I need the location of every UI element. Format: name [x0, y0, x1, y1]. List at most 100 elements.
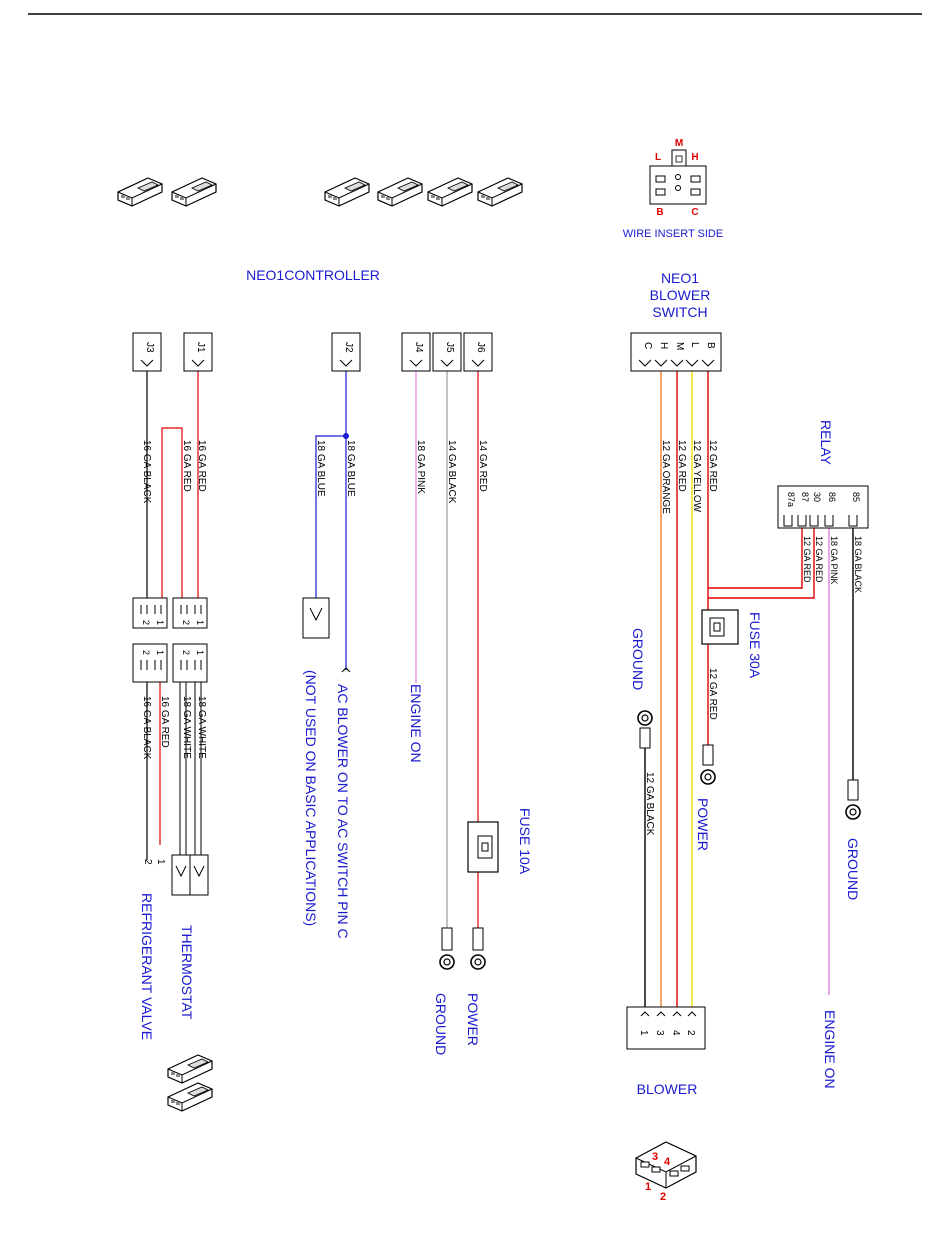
- wire-label-j4-pink: 18 GA PINK: [415, 440, 426, 494]
- wire-label-switch-orange: 12 GA ORANGE: [660, 440, 671, 514]
- switch-title-line-1: NEO1: [661, 270, 699, 286]
- switch-title: NEO1 BLOWER SWITCH: [650, 270, 711, 320]
- wire-label-ground-black: 12 GA BLACK: [644, 772, 655, 836]
- ground-ring-j5: [439, 927, 455, 970]
- switch-title-line-2: BLOWER: [650, 287, 711, 303]
- plug-icon-group-bottom: [167, 1054, 213, 1112]
- wire-insert-pin-h: H: [691, 152, 698, 163]
- wire-label-relay-pink: 18 GA PINK: [829, 536, 839, 585]
- switch-pin-c: C: [642, 342, 653, 349]
- switch-title-line-3: SWITCH: [652, 304, 707, 320]
- blower-plug-pin-1: 1: [645, 1181, 651, 1193]
- switch-pin-h: H: [658, 342, 669, 349]
- wire-insert-diagram: M L H B C WIRE INSERT SIDE: [623, 138, 723, 240]
- connector-j2: J2: [331, 332, 361, 372]
- connector-j5: J5: [432, 332, 462, 372]
- label-ground: GROUND: [433, 993, 449, 1055]
- mid-upper-right-pin-2: 2: [181, 620, 191, 625]
- ground-ring-switch: [637, 710, 653, 749]
- label-ac-blower-line1: (NOT USED ON BASIC APPLICATIONS): [303, 670, 319, 926]
- mid-lower-right-pin-1: 1: [195, 650, 205, 655]
- j2-branch-connector: [302, 597, 330, 639]
- wire-insert-caption: WIRE INSERT SIDE: [623, 228, 723, 240]
- label-fuse-10a: FUSE 10A: [517, 808, 533, 875]
- relay-pin-87: 87: [800, 492, 810, 502]
- wire-label-relay-30: 12 GA RED: [814, 536, 824, 583]
- label-ac-blower-line2: AC BLOWER ON TO AC SWITCH PIN C: [335, 684, 351, 939]
- wire-j2-junction: [343, 433, 349, 439]
- blower-pin-1: 1: [638, 1030, 649, 1036]
- wire-label-j3-red: 16 GA RED: [181, 440, 192, 492]
- mid-lower-left-pin-2: 2: [141, 650, 151, 655]
- connector-j2-label: J2: [343, 342, 354, 353]
- fuse-30a-icon: [701, 609, 739, 645]
- label-power-switch: POWER: [695, 798, 711, 851]
- ground-ring-relay: [845, 779, 861, 820]
- wire-label-lower-black: 16 GA BLACK: [141, 696, 152, 760]
- label-power: POWER: [465, 993, 481, 1046]
- power-ring-j6: [470, 927, 486, 970]
- blower-plug-pin-2: 2: [660, 1191, 666, 1203]
- plug-icon-group-left: [117, 177, 217, 207]
- mid-connector-upper-left: 2 1: [132, 597, 168, 629]
- wire-label-switch-yellow: 12 GA YELLOW: [691, 440, 702, 513]
- wire-label-relay-87: 12 GA RED: [802, 536, 812, 583]
- label-engine-on: ENGINE ON: [408, 684, 424, 763]
- wire-label-lower-red: 16 GA RED: [159, 696, 170, 748]
- connector-j6-label: J6: [475, 342, 486, 353]
- plug-icon-group-right: [324, 177, 523, 207]
- thermostat-connectors: [171, 854, 209, 896]
- label-ground-switch: GROUND: [630, 628, 646, 690]
- connector-j1: J1: [183, 332, 213, 372]
- mid-upper-right-pin-1: 1: [195, 620, 205, 625]
- wire-relay-30: [708, 526, 815, 599]
- valve-pin-2: 2: [142, 859, 153, 865]
- blower-plug-icon: 3 4 1 2: [635, 1141, 697, 1203]
- relay-pin-87a: 87a: [786, 492, 796, 507]
- connector-j5-label: J5: [444, 342, 455, 353]
- mid-lower-right-pin-2: 2: [181, 650, 191, 655]
- mid-connector-upper-right: 2 1: [172, 597, 208, 629]
- switch-pin-l: L: [689, 342, 700, 348]
- wire-label-j5-black: 14 GA BLACK: [446, 440, 457, 504]
- connector-j1-label: J1: [195, 342, 206, 353]
- relay-pin-30: 30: [812, 492, 822, 502]
- switch-pin-b: B: [705, 342, 716, 349]
- wire-label-j3-black: 16 GA BLACK: [141, 440, 152, 504]
- connector-j4-label: J4: [413, 342, 424, 353]
- wire-insert-pin-m: M: [675, 138, 683, 149]
- wire-label-j6-red: 14 GA RED: [477, 440, 488, 492]
- relay-connector: 87a 87 30 86 85: [777, 485, 869, 529]
- label-refrigerant-valve: REFRIGERANT VALVE: [139, 893, 155, 1040]
- wire-label-j1-red: 16 GA RED: [196, 440, 207, 492]
- wire-label-switch-red: 12 GA RED: [676, 440, 687, 492]
- wire-j3-red-loop: [161, 427, 183, 600]
- connector-j3: J3: [132, 332, 162, 372]
- relay-pin-85: 85: [851, 492, 861, 502]
- blower-plug-pin-3: 3: [652, 1151, 658, 1163]
- blower-plug-pin-4: 4: [664, 1156, 671, 1168]
- connector-j3-label: J3: [144, 342, 155, 353]
- connector-j6: J6: [463, 332, 493, 372]
- power-ring-switch: [700, 744, 716, 785]
- label-fuse-30a: FUSE 30A: [747, 612, 763, 679]
- wire-insert-pin-b: B: [656, 207, 663, 218]
- mid-upper-left-pin-2: 2: [141, 620, 151, 625]
- blower-switch-connector: C H M L B: [630, 332, 722, 372]
- wire-label-relay-black: 18 GA BLACK: [853, 536, 863, 593]
- j2-terminal: [341, 667, 351, 673]
- wire-insert-pin-l: L: [655, 152, 661, 163]
- wire-j2-blue-branch: [315, 435, 346, 600]
- controller-title: NEO1CONTROLLER: [246, 267, 380, 283]
- wire-label-switch-b-red: 12 GA RED: [707, 440, 718, 492]
- label-ground-relay: GROUND: [845, 838, 861, 900]
- wire-label-fuse30-red: 12 GA RED: [707, 668, 718, 720]
- switch-pin-m: M: [674, 342, 685, 350]
- mid-connector-lower-left: 2 1: [132, 643, 168, 683]
- blower-label: BLOWER: [637, 1081, 698, 1097]
- wire-relay-87: [708, 526, 803, 589]
- wire-label-j2-blue-branch: 18 GA BLUE: [315, 440, 326, 497]
- relay-title: RELAY: [818, 420, 834, 466]
- wire-label-j2-blue: 18 GA BLUE: [345, 440, 356, 497]
